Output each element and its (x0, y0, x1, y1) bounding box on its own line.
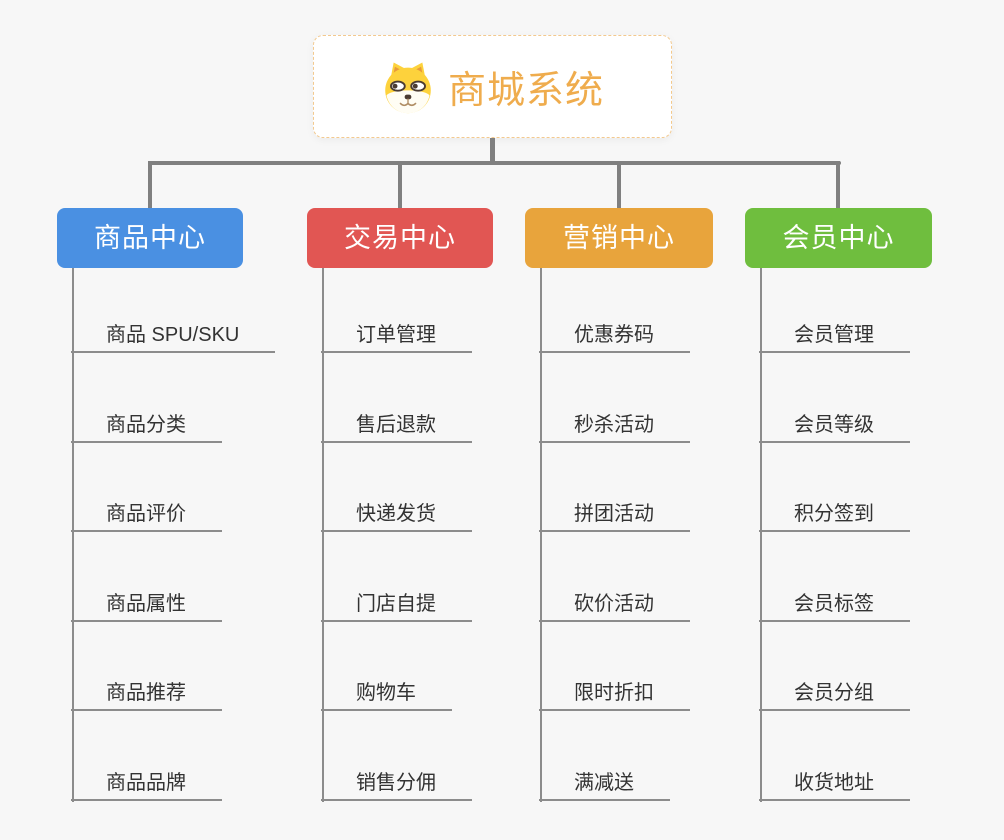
root-node[interactable]: 商城系统 (313, 35, 672, 138)
leaf-node[interactable]: 售后退款 (321, 413, 472, 443)
branch-node-member[interactable]: 会员中心 (745, 208, 932, 268)
branch-node-product[interactable]: 商品中心 (57, 208, 243, 268)
leaf-node[interactable]: 拼团活动 (539, 502, 690, 532)
leaf-node[interactable]: 销售分佣 (321, 771, 472, 801)
leaf-node[interactable]: 会员标签 (759, 592, 910, 622)
leaf-node[interactable]: 秒杀活动 (539, 413, 690, 443)
leaf-node[interactable]: 商品分类 (71, 413, 222, 443)
drop-line-trade (398, 161, 402, 209)
leaf-node[interactable]: 会员等级 (759, 413, 910, 443)
leaf-node[interactable]: 会员分组 (759, 681, 910, 711)
leaf-node[interactable]: 商品属性 (71, 592, 222, 622)
leaf-node[interactable]: 会员管理 (759, 323, 910, 353)
leaf-node[interactable]: 满减送 (539, 771, 670, 801)
leaf-node[interactable]: 商品品牌 (71, 771, 222, 801)
shiba-dog-icon (385, 62, 431, 113)
root-stem-line (490, 138, 495, 165)
leaf-node[interactable]: 订单管理 (321, 323, 472, 353)
leaf-node[interactable]: 门店自提 (321, 592, 472, 622)
spine-line-marketing (540, 268, 542, 802)
spine-line-trade (322, 268, 324, 802)
drop-line-marketing (617, 161, 621, 209)
branch-node-trade[interactable]: 交易中心 (307, 208, 493, 268)
leaf-node[interactable]: 收货地址 (759, 771, 910, 801)
branch-bus-line (148, 161, 841, 165)
root-title: 商城系统 (447, 70, 604, 112)
branch-node-marketing[interactable]: 营销中心 (525, 208, 713, 268)
drop-line-product (148, 161, 152, 209)
leaf-node[interactable]: 购物车 (321, 681, 452, 711)
leaf-node[interactable]: 商品 SPU/SKU (71, 323, 276, 353)
leaf-node[interactable]: 限时折扣 (539, 681, 690, 711)
spine-line-member (760, 268, 762, 802)
leaf-node[interactable]: 积分签到 (759, 502, 910, 532)
leaf-node[interactable]: 商品推荐 (71, 681, 222, 711)
spine-line-product (72, 268, 74, 802)
leaf-node[interactable]: 优惠券码 (539, 323, 690, 353)
leaf-node[interactable]: 快递发货 (321, 502, 472, 532)
leaf-node[interactable]: 商品评价 (71, 502, 222, 532)
drop-line-member (836, 161, 840, 209)
leaf-node[interactable]: 砍价活动 (539, 592, 690, 622)
